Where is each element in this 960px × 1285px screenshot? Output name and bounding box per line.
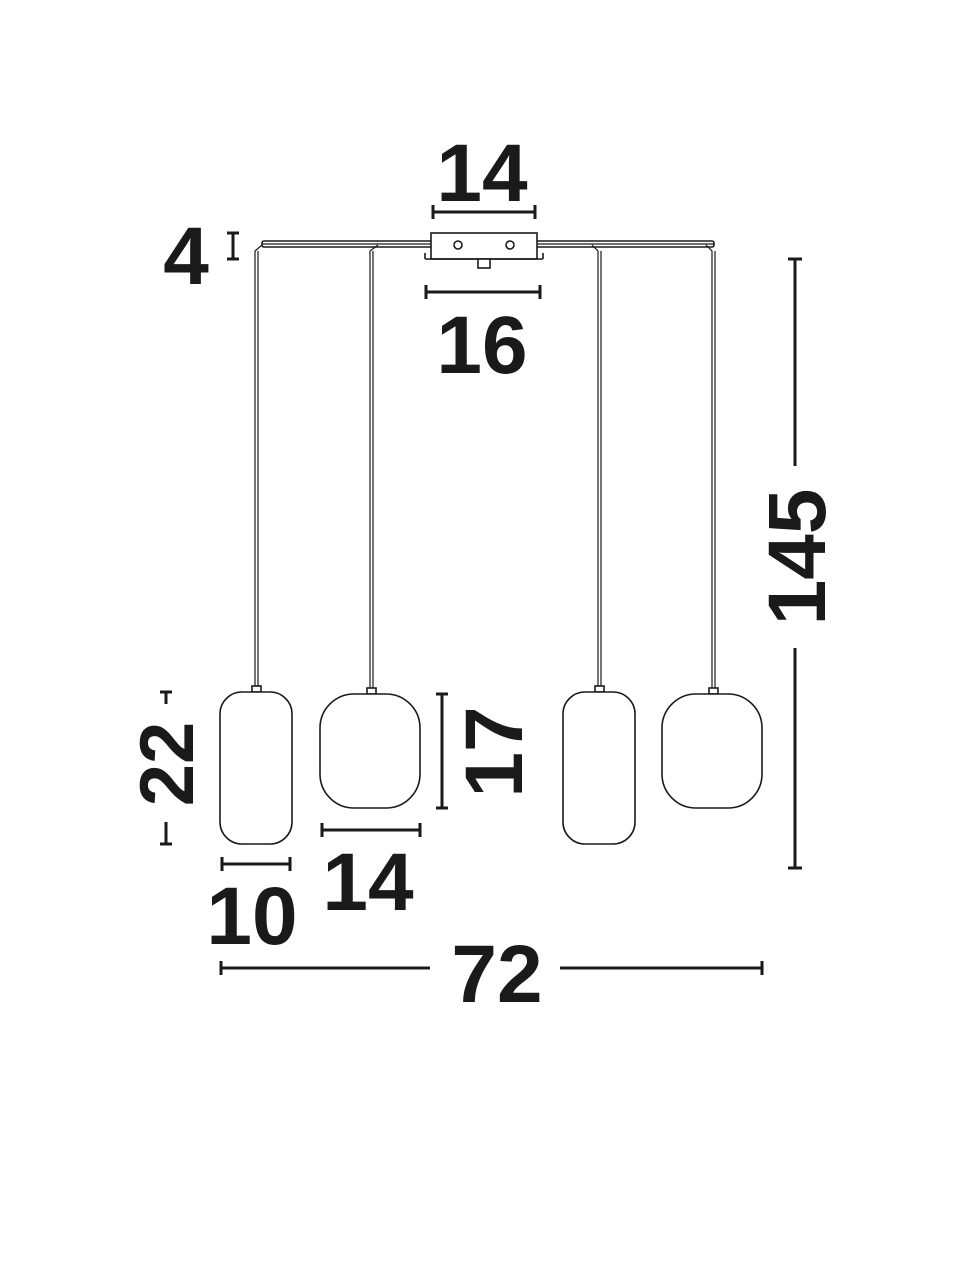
dim-canopy-top-width-line [431,205,537,219]
shade-rounded-left [319,687,421,809]
dim-shade-a-height-line [160,690,172,846]
shade-cylinder-left [219,685,293,845]
suspension-cables [254,244,716,688]
shade-rounded-right [661,687,763,809]
label-shade-b-height: 17 [449,706,540,797]
label-shade-a-height: 22 [125,722,210,807]
dim-shade-b-width-line [320,823,422,837]
label-shade-b-width: 14 [322,837,414,928]
label-shade-a-width: 10 [206,871,297,962]
label-canopy-height: 4 [163,211,209,302]
dim-shade-a-width-line [220,857,292,871]
dim-overall-height-line [788,257,802,870]
label-canopy-bottom-width: 16 [436,300,527,391]
dim-shade-b-height-line [436,692,448,810]
shade-cylinder-right [562,685,636,845]
label-canopy-top-width: 14 [436,128,528,219]
dim-canopy-bottom-width-line [424,285,542,299]
dim-canopy-height-line [227,231,239,261]
dim-overall-width-line [219,961,764,975]
ceiling-canopy [424,232,544,269]
label-overall-height: 145 [752,489,843,626]
label-overall-width: 72 [451,929,542,1020]
